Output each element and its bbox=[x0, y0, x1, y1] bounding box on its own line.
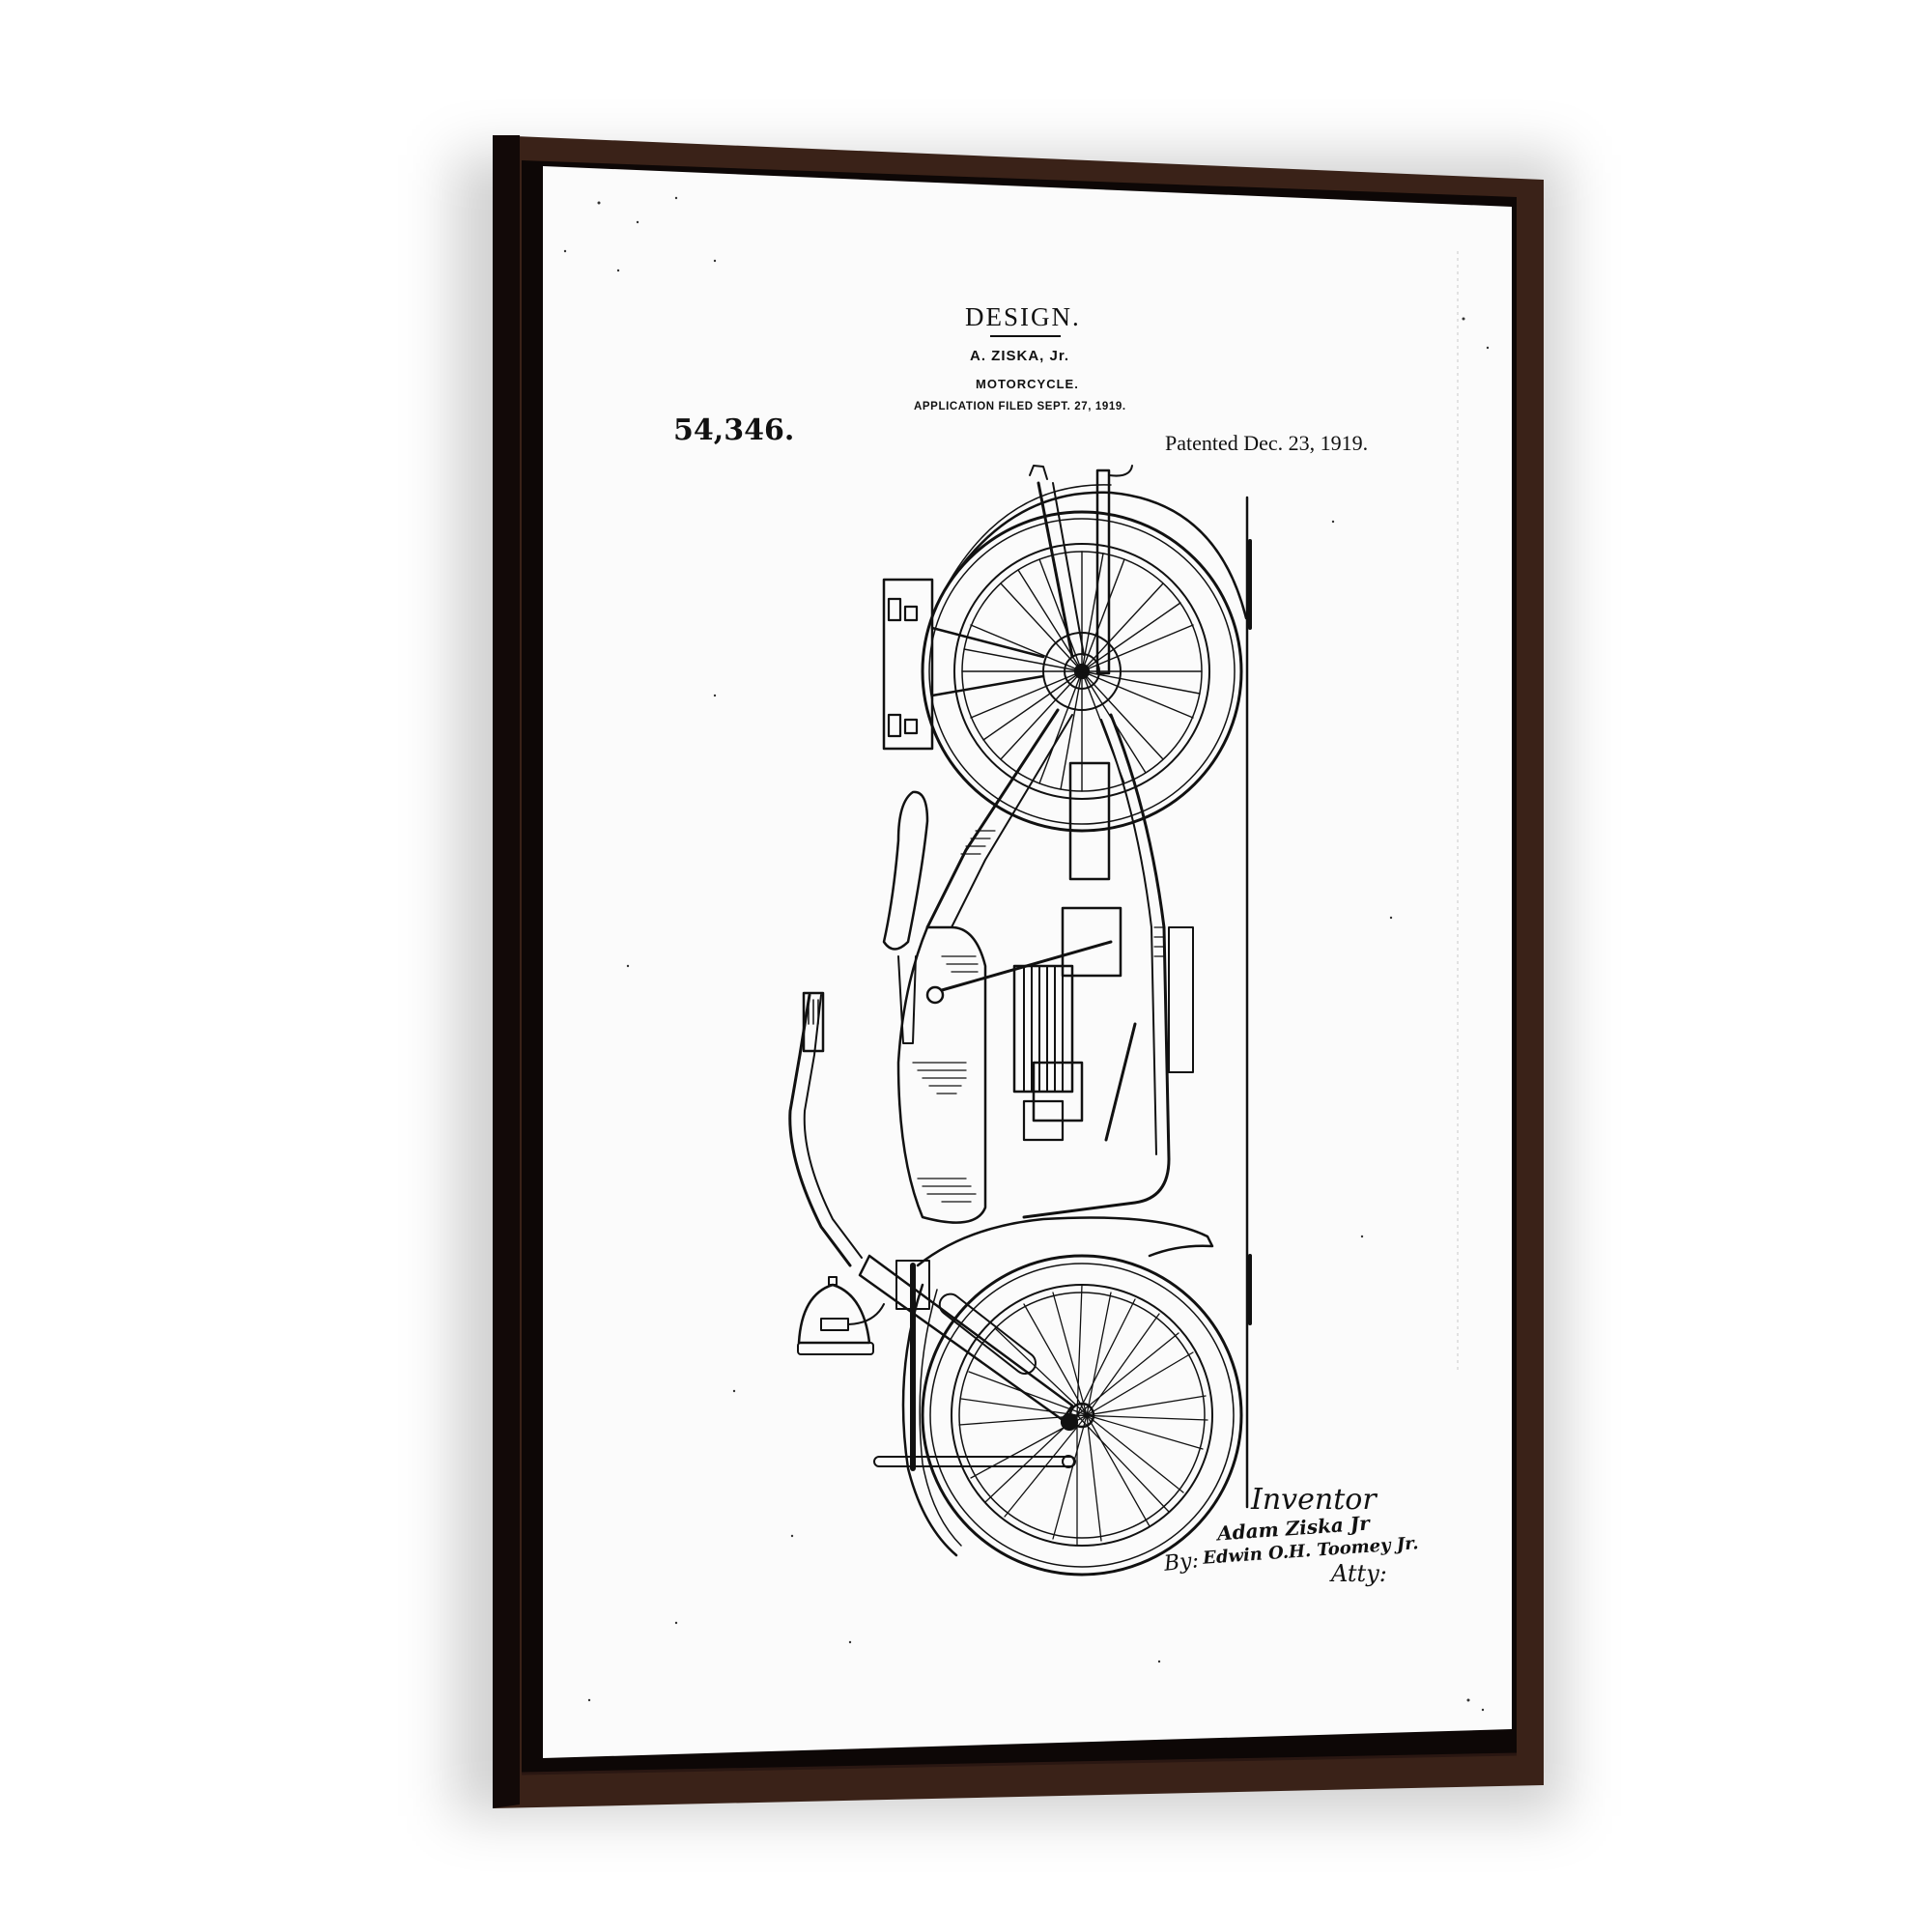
front-wheel bbox=[921, 484, 1248, 833]
front-fork bbox=[1029, 465, 1133, 675]
patent-number: 54,346. bbox=[673, 413, 795, 447]
rear-stay bbox=[858, 1254, 1079, 1432]
engine bbox=[925, 906, 1194, 1142]
rear-wheel bbox=[901, 1216, 1243, 1577]
frame-bottom-edge bbox=[521, 1752, 1518, 1776]
patent-application-line: APPLICATION FILED SEPT. 27, 1919. bbox=[914, 401, 1126, 412]
paper-specks bbox=[563, 196, 1490, 1712]
patent-subject: MOTORCYCLE. bbox=[976, 377, 1079, 391]
frame-tubes bbox=[925, 708, 1171, 1219]
canvas bbox=[543, 166, 1512, 1758]
signature-attorney-suffix: Atty: bbox=[1331, 1560, 1387, 1587]
signature-inventor-label: Inventor bbox=[1251, 1483, 1377, 1517]
kickstand bbox=[873, 1260, 1076, 1471]
fuel-tank bbox=[896, 925, 987, 1224]
handlebar bbox=[788, 991, 863, 1267]
frame-side bbox=[493, 135, 520, 1808]
patent-inventor-line: A. ZISKA, Jr. bbox=[970, 348, 1070, 364]
motorcycle-drawing bbox=[788, 465, 1252, 1577]
front-spokes bbox=[961, 551, 1203, 792]
luggage-carrier bbox=[882, 578, 1045, 751]
saddle bbox=[882, 790, 929, 951]
patent-date: Patented Dec. 23, 1919. bbox=[1165, 431, 1369, 455]
headlamp bbox=[797, 1276, 885, 1355]
signature-by-label: By: bbox=[1162, 1548, 1201, 1577]
patent-heading: DESIGN. bbox=[965, 302, 1081, 331]
rear-spokes bbox=[958, 1284, 1208, 1547]
